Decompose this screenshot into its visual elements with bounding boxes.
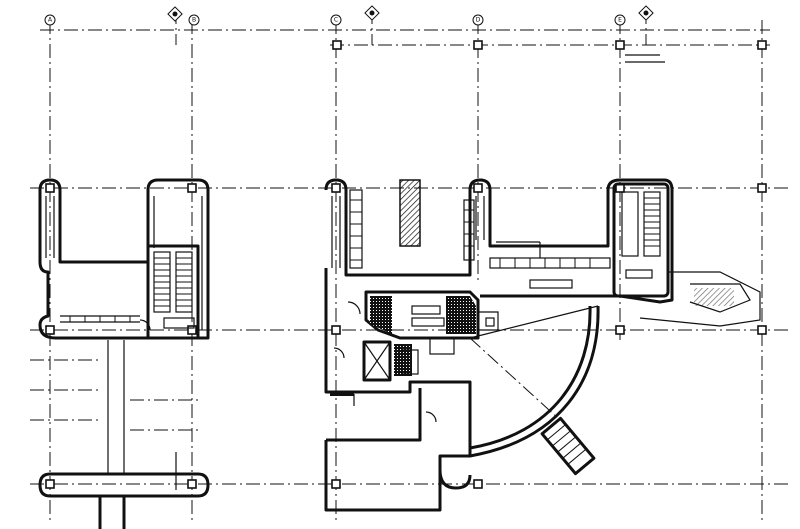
left-wing-walls xyxy=(38,178,210,340)
right-wing-slab xyxy=(639,271,761,327)
section-marker-icon xyxy=(364,5,380,21)
grid-bubble-label: A xyxy=(48,17,53,24)
grid-bubble-d: D xyxy=(472,14,484,26)
curved-wall xyxy=(469,305,600,458)
grid-lines xyxy=(30,10,790,520)
left-stair xyxy=(139,244,200,340)
core-service-rooms xyxy=(324,268,499,512)
structural-columns xyxy=(45,40,767,489)
central-core-walls xyxy=(324,178,674,304)
grid-bubble-label: D xyxy=(476,17,481,24)
grid-bubble-b: B xyxy=(188,14,200,26)
vertical-duct xyxy=(399,179,421,247)
grid-bubble-label: E xyxy=(618,17,622,24)
grid-bubble-label: B xyxy=(192,17,196,24)
left-lower-structure xyxy=(30,340,210,529)
dimension-note xyxy=(625,54,665,63)
section-marker-icon xyxy=(638,5,654,21)
elevator-lobby xyxy=(364,290,480,340)
right-stair xyxy=(612,182,670,298)
grid-bubble-a: A xyxy=(44,14,56,26)
core-corridor xyxy=(489,241,611,289)
section-marker-icon xyxy=(167,6,183,22)
grid-bubble-c: C xyxy=(330,14,342,26)
grid-bubble-e: E xyxy=(614,14,626,26)
exterior-stair xyxy=(540,416,596,476)
grid-bubble-label: C xyxy=(334,17,338,24)
